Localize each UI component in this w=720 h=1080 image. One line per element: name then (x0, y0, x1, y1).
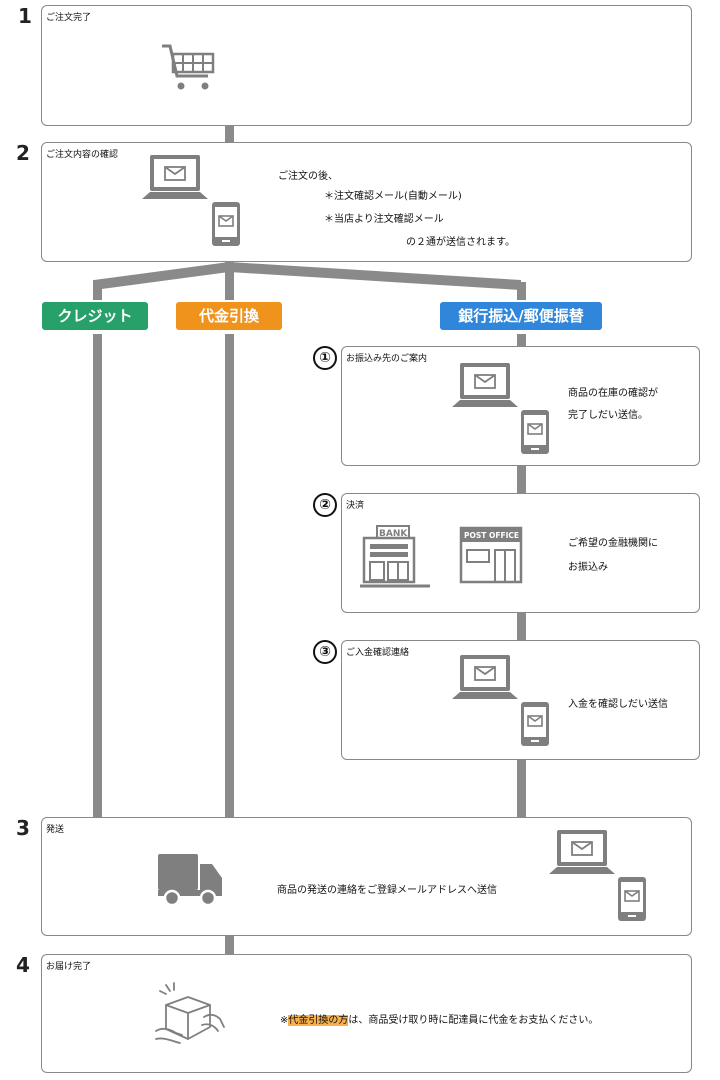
step-4-note: ※代金引換の方は、商品受け取り時に配達員に代金をお支払ください。 (280, 1011, 598, 1026)
laptop-mail-icon (142, 155, 208, 199)
step-2-line-3: ＊当店より注文確認メール (324, 214, 444, 225)
bank-step-3-line-1: 入金を確認しだい送信 (568, 699, 668, 710)
step-2-line-1: ご注文の後、 (278, 171, 338, 182)
bank-step-1-title: お振込み先のご案内 (346, 354, 428, 364)
credit-line (93, 334, 102, 820)
phone-mail-icon (212, 202, 240, 246)
post-office-icon: POST OFFICE (459, 526, 523, 584)
step-4-number: 4 (16, 953, 30, 977)
credit-badge: クレジット (42, 302, 148, 330)
step-4-note-highlight: 代金引換の方 (288, 1015, 349, 1026)
connector-1-2 (225, 124, 234, 144)
cart-icon (162, 44, 215, 90)
step-3-title: 発送 (46, 825, 65, 835)
step-4-note-rest: は、商品受け取り時に配達員に代金をお支払ください。 (348, 1015, 599, 1026)
bank-step-3-box: ご入金確認連絡 入金を確認しだい送信 (341, 640, 700, 760)
phone-mail-icon (521, 702, 549, 746)
branch-lines (93, 262, 526, 300)
step-3-text: 商品の発送の連絡をご登録メールアドレスへ送信 (277, 885, 497, 896)
laptop-mail-icon (549, 830, 615, 874)
bank-transfer-badge: 銀行振込/郵便振替 (440, 302, 602, 330)
step-3-box: 発送 商品の発送の連絡をご登録メールアドレスへ送信 (41, 817, 692, 936)
bank-step-2-title: 決済 (346, 501, 365, 511)
step-2-box: ご注文内容の確認 ご注文の後、 ＊注文確認メール(自動メール) ＊当店より注文確… (41, 142, 692, 262)
step-3-number: 3 (16, 816, 30, 840)
step-4-note-prefix: ※ (280, 1015, 289, 1026)
step-2-line-4: の２通が送信されます。 (406, 237, 515, 248)
connector-3-4 (225, 934, 234, 956)
step-2-title: ご注文内容の確認 (46, 150, 119, 160)
step-4-title: お届け完了 (46, 962, 92, 972)
bank-step-1-line-2: 完了しだい送信。 (568, 410, 648, 421)
bank-step-2-box: 決済 BANK POST OFFICE ご希望の金融機関に お振込み (341, 493, 700, 613)
cod-badge: 代金引換 (176, 302, 282, 330)
truck-icon (158, 854, 222, 906)
bank-step-1-box: お振込み先のご案内 商品の在庫の確認が 完了しだい送信。 (341, 346, 700, 466)
cod-line (225, 334, 234, 820)
step-1-number: 1 (18, 4, 32, 28)
laptop-mail-icon (452, 363, 518, 407)
bank-icon-label: BANK (379, 529, 408, 539)
step-1-box: ご注文完了 (41, 5, 692, 126)
bank-step-2-line-2: お振込み (568, 562, 608, 573)
step-4-box: お届け完了 ※代金引換の方は、商品受け取り時に配達員に代金をお支払ください。 (41, 954, 692, 1073)
bank-step-2-number: ② (313, 493, 337, 517)
post-office-label: POST OFFICE (464, 531, 519, 540)
package-hands-icon (155, 982, 225, 1044)
phone-mail-icon (521, 410, 549, 454)
step-2-number: 2 (16, 141, 30, 165)
step-2-line-2: ＊注文確認メール(自動メール) (324, 191, 462, 202)
bank-step-3-title: ご入金確認連絡 (346, 648, 410, 658)
phone-mail-icon (618, 877, 646, 921)
bank-step-1-number: ① (313, 346, 337, 370)
bank-step-1-line-1: 商品の在庫の確認が (568, 388, 658, 399)
laptop-mail-icon (452, 655, 518, 699)
bank-step-2-line-1: ご希望の金融機関に (568, 538, 658, 549)
step-1-title: ご注文完了 (46, 13, 92, 23)
bank-step-3-number: ③ (313, 640, 337, 664)
bank-icon: BANK (360, 525, 430, 588)
